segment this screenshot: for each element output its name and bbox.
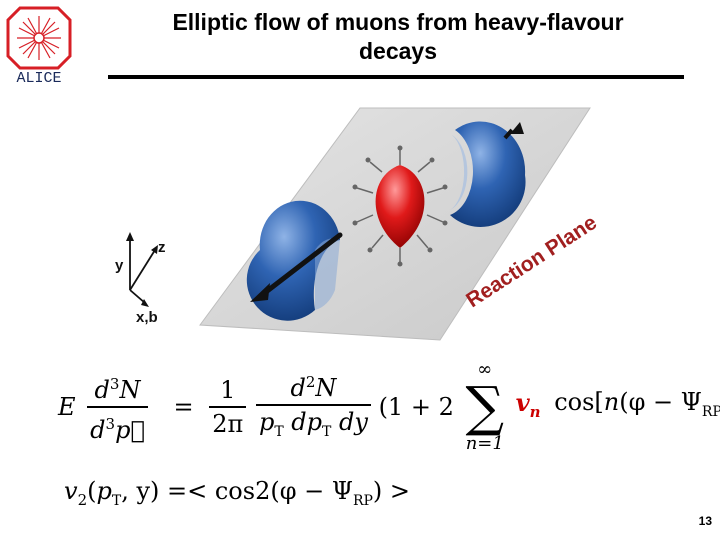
title-line-2: decays xyxy=(358,38,437,64)
slide-title: Elliptic flow of muons from heavy-flavou… xyxy=(110,8,686,66)
beam-arrowhead-left xyxy=(250,283,270,302)
overlap-region xyxy=(352,145,448,267)
invariant-yield-equation: E d3N d3p⃗ = 1 2π d2N pT dpT dy (1 + 2 ∞… xyxy=(58,359,720,454)
radial-arrows-icon xyxy=(356,150,444,262)
beam-arrowhead-right xyxy=(510,122,524,134)
logo-octagon xyxy=(6,6,72,70)
coordinate-axes xyxy=(129,238,156,304)
title-underline xyxy=(108,75,684,79)
axis-y-label: y xyxy=(115,257,124,274)
reaction-plane-figure: Reaction Plane y z x,b xyxy=(115,107,601,341)
elliptic-flow-equation: v2(pT, y) =< cos2(φ − ΨRP) > xyxy=(64,477,411,509)
beam-arrow-left xyxy=(259,232,343,298)
axis-z-label: z xyxy=(158,239,166,256)
axis-xb-label: x,b xyxy=(136,309,158,326)
right-nucleus xyxy=(450,121,526,227)
title-line-1: Elliptic flow of muons from heavy-flavou… xyxy=(172,9,624,35)
alice-logo: ALICE xyxy=(6,6,72,86)
left-nucleus xyxy=(246,200,340,321)
logo-text: ALICE xyxy=(16,70,61,86)
page-number: 13 xyxy=(698,514,712,528)
